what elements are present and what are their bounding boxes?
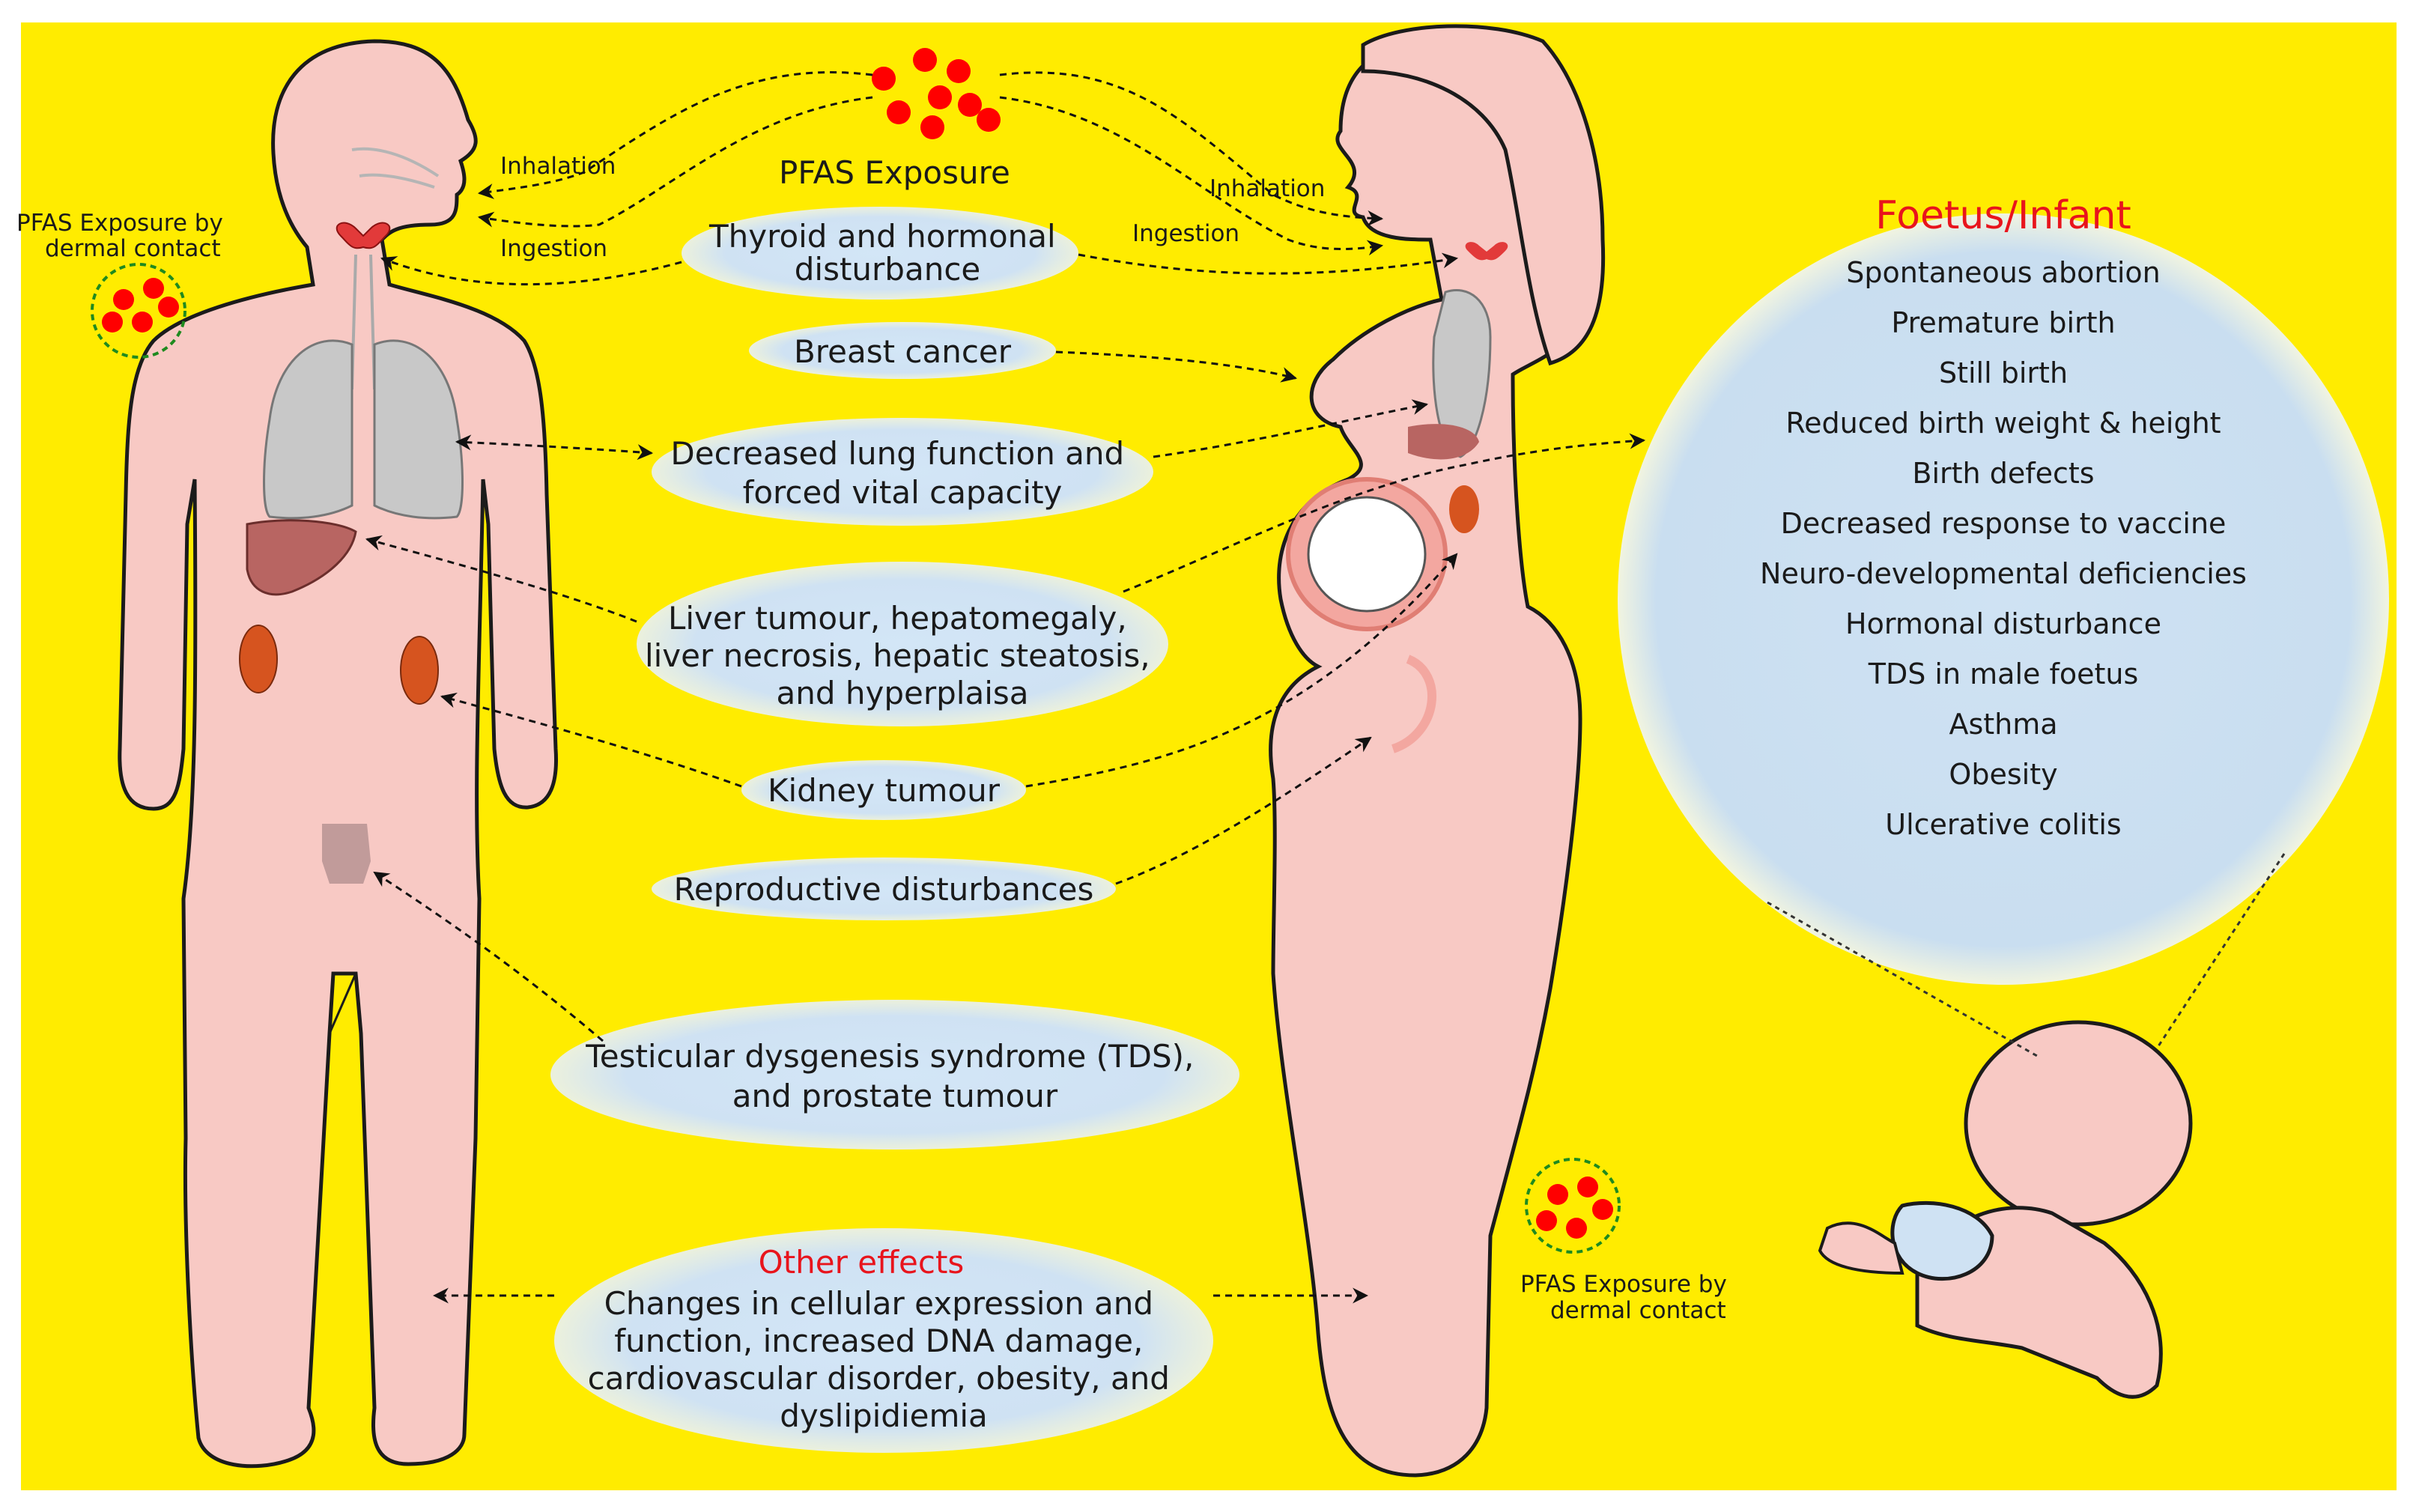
foetus-infant-item: TDS in male foetus	[1868, 658, 2139, 690]
effect-bubbles	[550, 207, 1239, 1453]
male-figure	[91, 39, 558, 1469]
effect-arrows	[365, 252, 1646, 1304]
foetus-infant-item: Still birth	[1939, 356, 2068, 389]
ingestion-label-male: Ingestion	[500, 235, 607, 262]
exposure-paths	[477, 71, 1384, 256]
effect-bubble-kidney	[741, 760, 1026, 820]
foetus-infant-item: Premature birth	[1891, 306, 2115, 339]
dermal-label-male-2: dermal contact	[45, 235, 221, 262]
dermal-exposure-male	[91, 263, 186, 359]
foetus-infant-item: Asthma	[1949, 708, 2057, 741]
foetus-infant-item: Birth defects	[1912, 457, 2094, 490]
effect-breast: Breast cancer	[794, 333, 1012, 370]
effect-bubble-thyroid	[682, 207, 1078, 300]
effect-lung: Decreased lung function and forced vital…	[670, 435, 1134, 511]
liver-organ	[246, 519, 357, 596]
effect-bubble-liver	[637, 562, 1168, 726]
effect-reproductive: Reproductive disturbances	[674, 871, 1094, 908]
dermal-exposure-female	[1525, 1158, 1621, 1254]
inhalation-label-male: Inhalation	[500, 153, 616, 180]
foetus-infant-circle	[1618, 213, 2389, 985]
effect-tds: Testicular dysgenesis syndrome (TDS), an…	[585, 1038, 1204, 1114]
dermal-label-female-2: dermal contact	[1550, 1297, 1726, 1324]
foetus-infant-item: Hormonal disturbance	[1845, 607, 2161, 640]
kidney-organ	[239, 625, 278, 693]
effect-kidney: Kidney tumour	[768, 772, 1001, 809]
ingestion-label-female: Ingestion	[1132, 220, 1239, 247]
foetus-infant-item: Spontaneous abortion	[1846, 256, 2161, 289]
foetus-infant-heading: Foetus/Infant	[1875, 193, 2131, 238]
title: PFAS Exposure	[779, 154, 1010, 191]
foetus-infant-item: Decreased response to vaccine	[1781, 507, 2227, 540]
pfas-particles	[872, 48, 1001, 139]
foetus-infant-item: Reduced birth weight & height	[1785, 407, 2221, 440]
effect-bubble-other	[554, 1228, 1213, 1453]
other-effects-heading: Other effects	[759, 1244, 965, 1281]
dermal-label-female: PFAS Exposure by	[1520, 1271, 1727, 1298]
effect-bubble-breast	[749, 322, 1056, 379]
lungs-organ	[263, 339, 353, 520]
female-figure	[1269, 24, 1621, 1478]
infant-figure	[1818, 1020, 2193, 1399]
effect-bubble-tds	[550, 1000, 1239, 1150]
reproductive-organ	[322, 824, 371, 884]
effect-bubble-reproductive	[652, 857, 1116, 920]
effect-labels: Thyroid and hormonal disturbance Breast …	[585, 218, 1204, 1434]
effect-liver: Liver tumour, hepatomegaly, liver necros…	[645, 600, 1160, 711]
other-effects-text: Changes in cellular expression and funct…	[588, 1285, 1180, 1434]
thyroid-organ	[336, 222, 391, 249]
effect-thyroid: Thyroid and hormonal disturbance	[708, 218, 1066, 288]
effect-bubble-lung	[652, 418, 1153, 526]
foetus-infant-item: Obesity	[1949, 758, 2057, 791]
zoom-lines	[1767, 853, 2286, 1057]
foetus-infant-item: Neuro-developmental deficiencies	[1760, 557, 2247, 590]
foetus-infant-item: Ulcerative colitis	[1885, 808, 2121, 841]
dermal-label-male: PFAS Exposure by	[16, 210, 223, 237]
